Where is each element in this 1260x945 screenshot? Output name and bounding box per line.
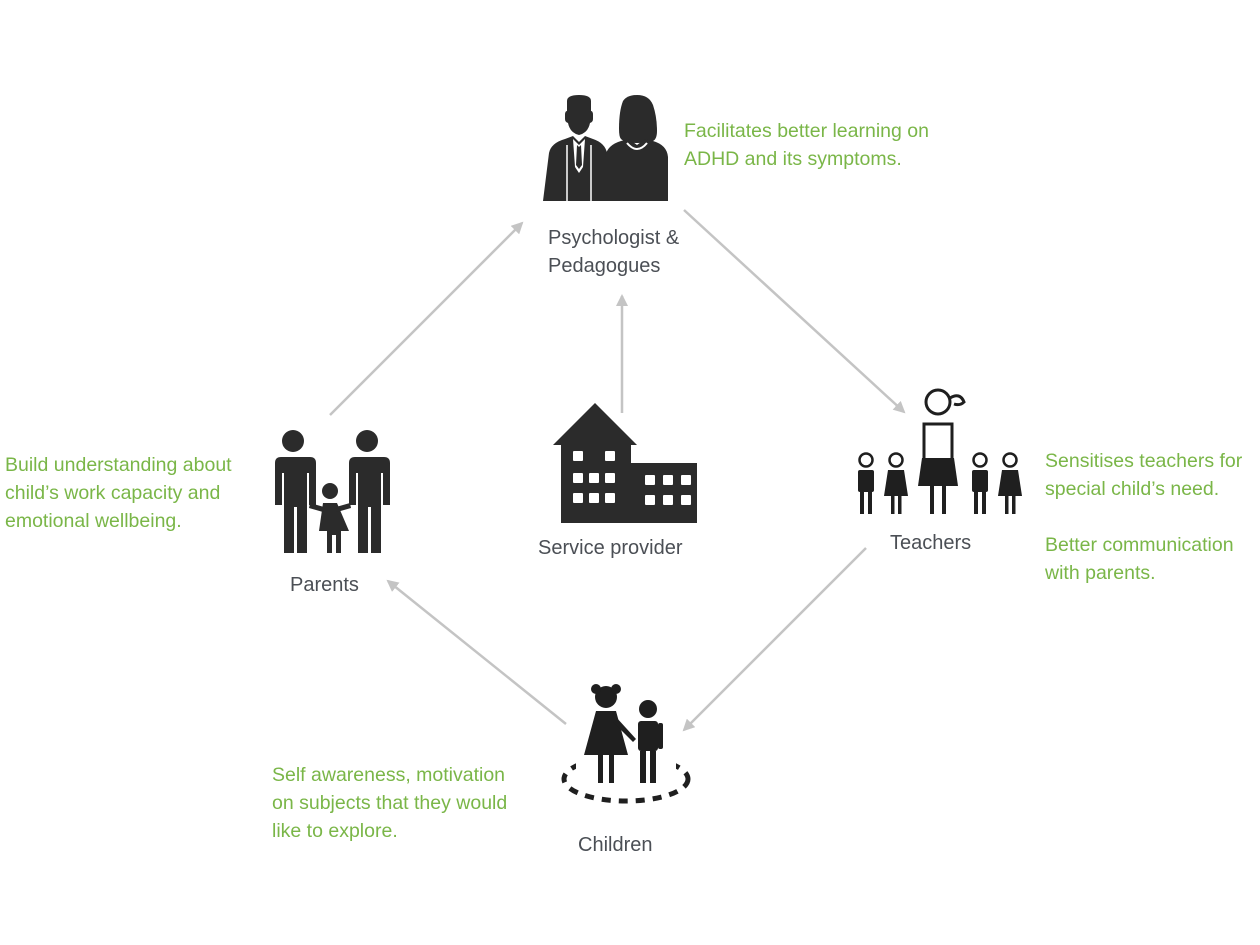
- service-provider-label: Service provider: [538, 537, 683, 559]
- parents-note-line1: Build understanding about: [5, 454, 232, 476]
- teachers-note-line2: special child’s need.: [1045, 478, 1220, 500]
- parents-note-line2: child’s work capacity and: [5, 482, 221, 504]
- parents-label: Parents: [290, 574, 359, 596]
- teachers-note-gap: [1045, 503, 1242, 531]
- psychologist-label-line1: Psychologist &: [548, 227, 680, 249]
- arrow-parents-to-psychologist: [329, 221, 524, 416]
- psychologist-label-line2: Pedagogues: [548, 255, 661, 277]
- professionals-icon: [543, 95, 668, 201]
- psychologist-note: Facilitates better learning on ADHD and …: [684, 117, 929, 173]
- psychologist-label: Psychologist & Pedagogues: [548, 224, 679, 280]
- teachers-note-line3: Better communication: [1045, 534, 1234, 556]
- teacher-with-kids-icon: [858, 388, 1022, 514]
- arrow-psychologist-to-teachers: [683, 209, 906, 414]
- teachers-note-line1: Sensitises teachers for: [1045, 450, 1243, 472]
- arrow-children-to-parents: [386, 579, 567, 725]
- children-label: Children: [578, 834, 653, 856]
- children-note-line1: Self awareness, motivation: [272, 764, 506, 786]
- building-icon: [553, 403, 697, 523]
- children-note: Self awareness, motivation on subjects t…: [272, 761, 507, 845]
- children-icon: [561, 684, 691, 804]
- parents-note: Build understanding about child’s work c…: [5, 451, 232, 535]
- teachers-label: Teachers: [890, 532, 972, 554]
- children-note-line2: on subjects that they would: [272, 792, 508, 814]
- arrow-teachers-to-children: [682, 547, 867, 732]
- psychologist-note-line1: Facilitates better learning on: [684, 120, 929, 142]
- children-note-line3: like to explore.: [272, 820, 398, 842]
- teachers-note: Sensitises teachers for special child’s …: [1045, 447, 1242, 587]
- teachers-note-line4: with parents.: [1045, 562, 1156, 584]
- parents-note-line3: emotional wellbeing.: [5, 510, 182, 532]
- psychologist-note-line2: ADHD and its symptoms.: [684, 148, 902, 170]
- family-icon: [275, 430, 390, 553]
